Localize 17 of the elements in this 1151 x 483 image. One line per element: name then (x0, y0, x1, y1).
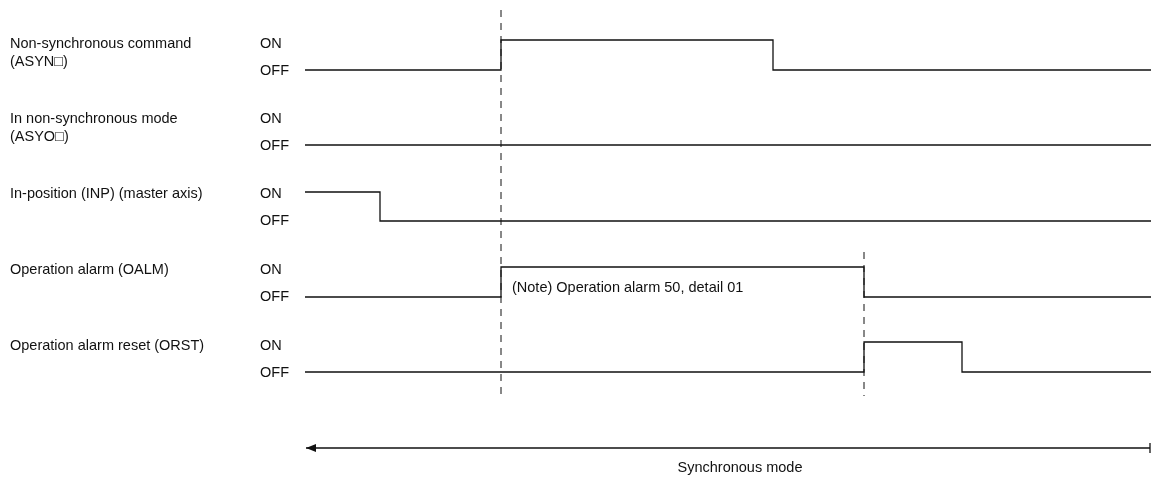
state-label: ON (260, 336, 283, 354)
state-label: ON (260, 260, 283, 278)
state-label: OFF (260, 363, 290, 381)
note-text: (Note) Operation alarm 50, detail 01 (512, 278, 745, 296)
signal-name: In-position (INP) (master axis) (10, 184, 204, 202)
signal-name: In non-synchronous mode (ASYO□) (10, 109, 179, 145)
state-label: ON (260, 184, 283, 202)
state-label: OFF (260, 287, 290, 305)
state-label: OFF (260, 211, 290, 229)
signal-name: Non-synchronous command (ASYN□) (10, 34, 193, 70)
state-label: ON (260, 34, 283, 52)
signal-name: Operation alarm (OALM) (10, 260, 170, 278)
state-label: OFF (260, 61, 290, 79)
signal-name: Operation alarm reset (ORST) (10, 336, 206, 354)
state-label: OFF (260, 136, 290, 154)
state-label: ON (260, 109, 283, 127)
period-label: Synchronous mode (676, 458, 804, 476)
